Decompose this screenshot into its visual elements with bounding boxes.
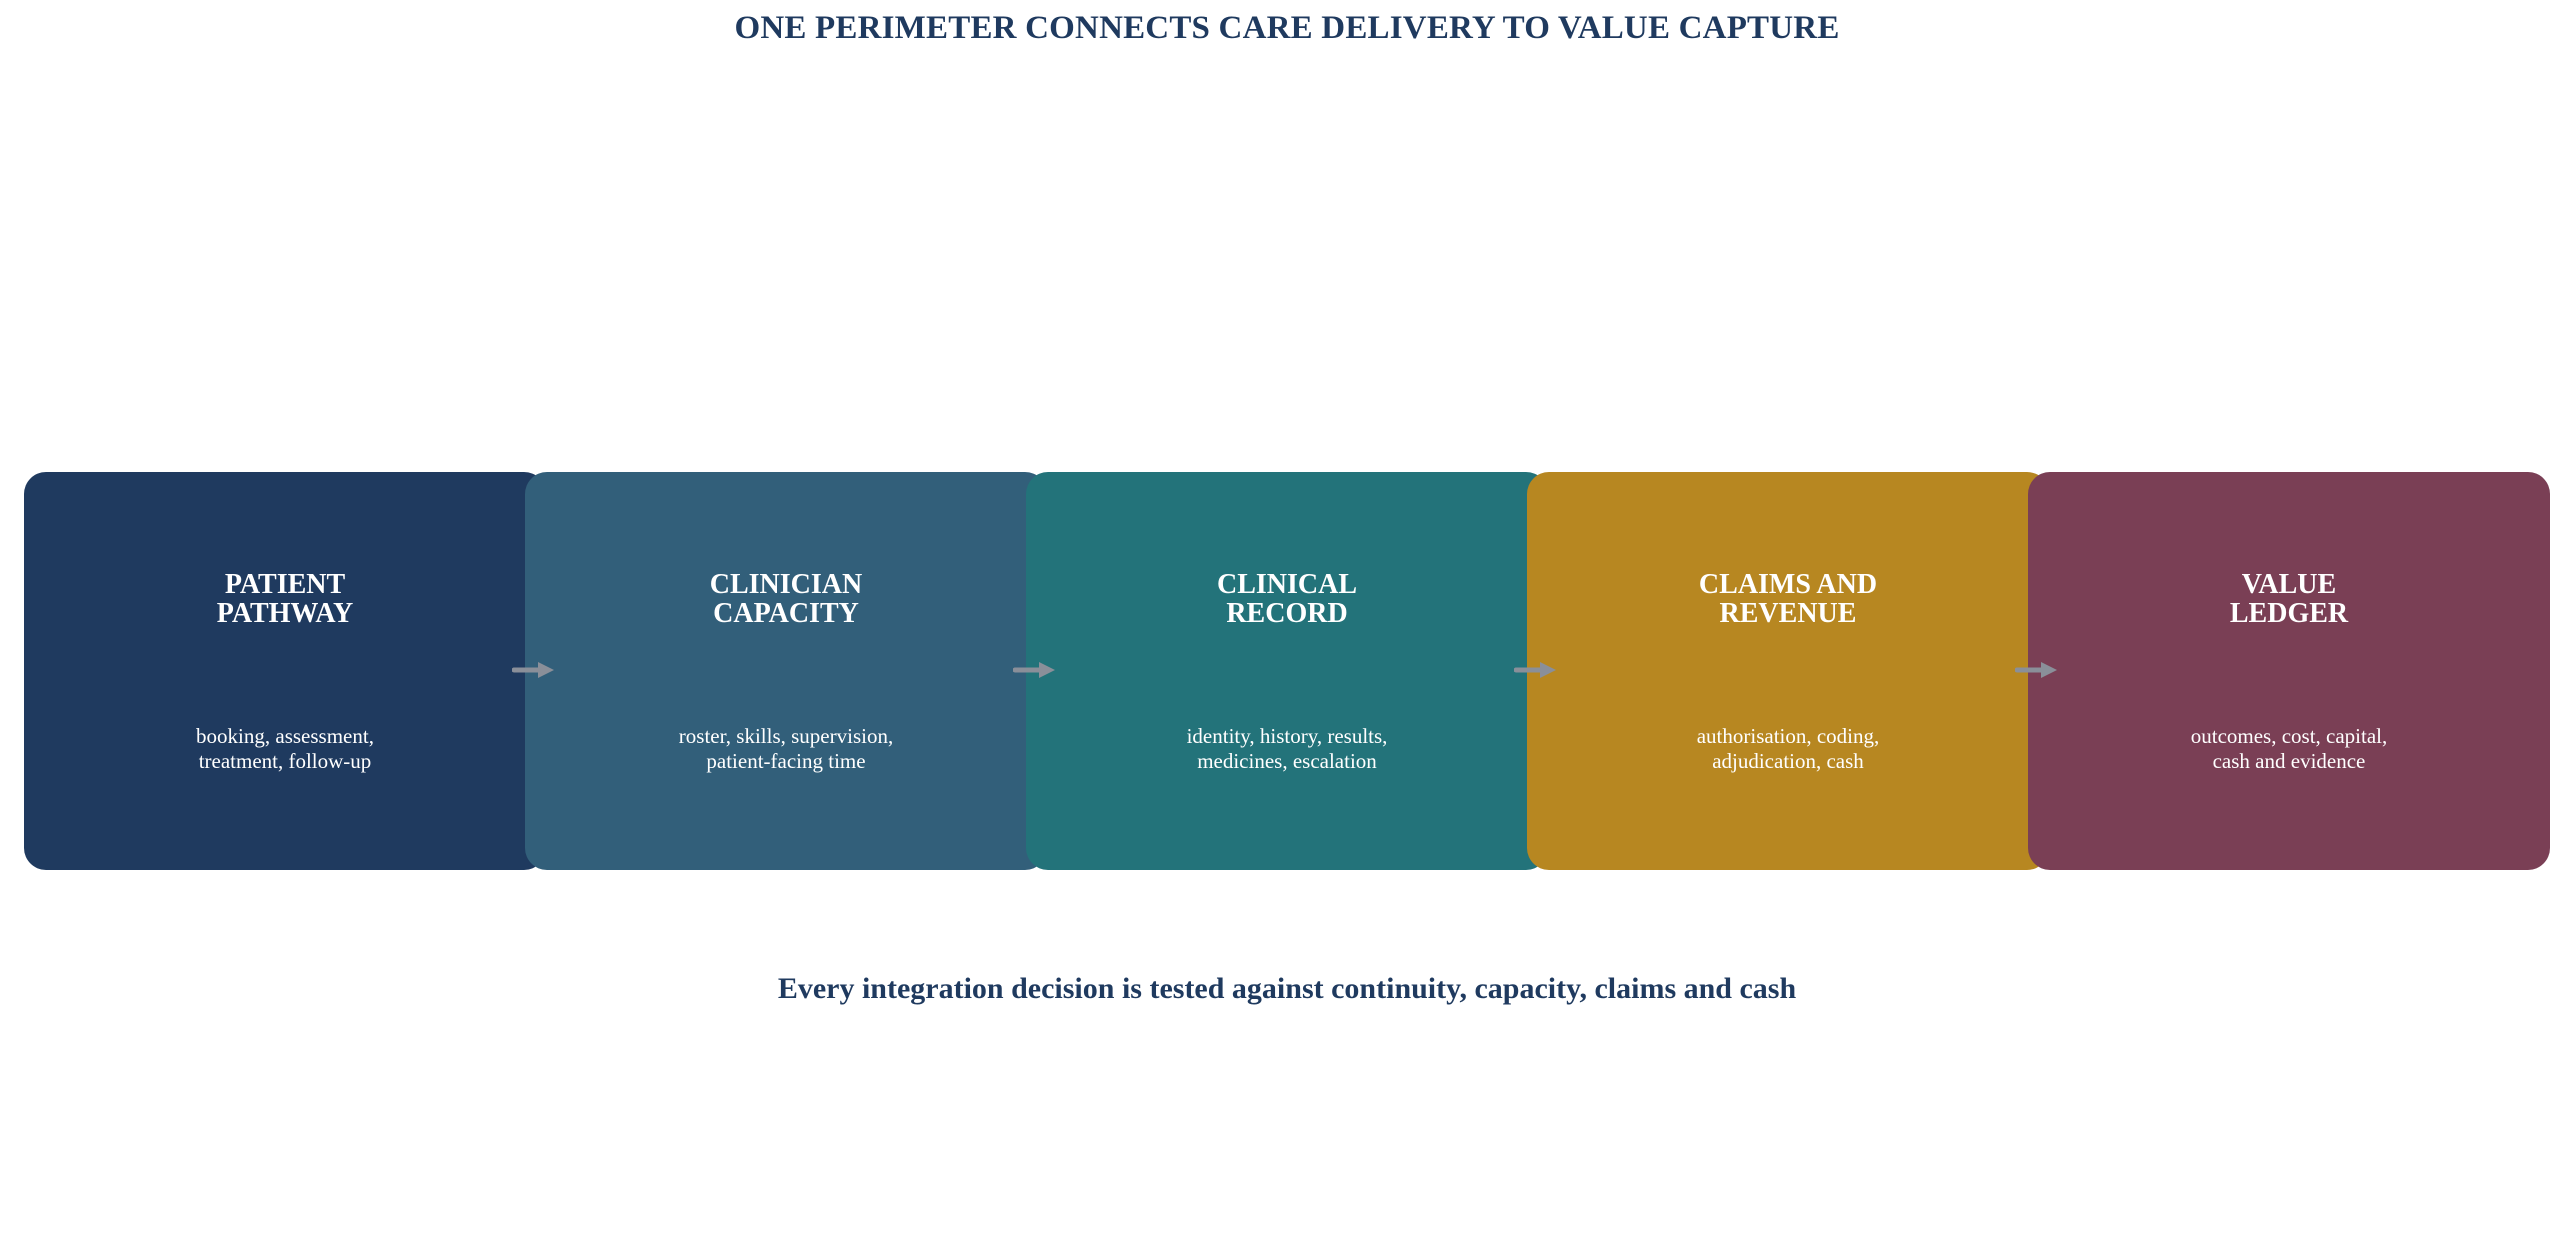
diagram-title: ONE PERIMETER CONNECTS CARE DELIVERY TO … xyxy=(734,10,1840,46)
stage-description: roster, skills, supervision, patient-fac… xyxy=(678,724,894,773)
stage-box-patient-pathway: PATIENT PATHWAY booking, assessment, tre… xyxy=(24,472,546,870)
stage-description: identity, history, results, medicines, e… xyxy=(1186,724,1388,773)
arrow-right-icon xyxy=(1013,662,1055,678)
stage-name: CLINICAL RECORD xyxy=(1216,569,1358,629)
stage-name: CLAIMS AND REVENUE xyxy=(1698,569,1878,629)
stage-name: PATIENT PATHWAY xyxy=(216,569,354,629)
arrow-head xyxy=(1039,662,1055,678)
arrow-head xyxy=(2041,662,2057,678)
stage-description: outcomes, cost, capital, cash and eviden… xyxy=(2190,724,2388,773)
stage-name: VALUE LEDGER xyxy=(2229,569,2349,629)
arrow-head xyxy=(1540,662,1556,678)
stage-description: booking, assessment, treatment, follow-u… xyxy=(196,724,374,773)
arrow-right-icon xyxy=(2015,662,2057,678)
arrow-right-icon xyxy=(512,662,554,678)
arrow-head xyxy=(538,662,554,678)
diagram-tagline: Every integration decision is tested aga… xyxy=(777,972,1797,1005)
stage-box-claims-and-revenue: CLAIMS AND REVENUE authorisation, coding… xyxy=(1527,472,2049,870)
stage-box-value-ledger: VALUE LEDGER outcomes, cost, capital, ca… xyxy=(2028,472,2550,870)
stage-description: authorisation, coding, adjudication, cas… xyxy=(1696,724,1880,773)
stage-name: CLINICIAN CAPACITY xyxy=(709,569,863,629)
arrow-right-icon xyxy=(1514,662,1556,678)
stage-box-clinical-record: CLINICAL RECORD identity, history, resul… xyxy=(1026,472,1548,870)
stage-box-clinician-capacity: CLINICIAN CAPACITY roster, skills, super… xyxy=(525,472,1047,870)
